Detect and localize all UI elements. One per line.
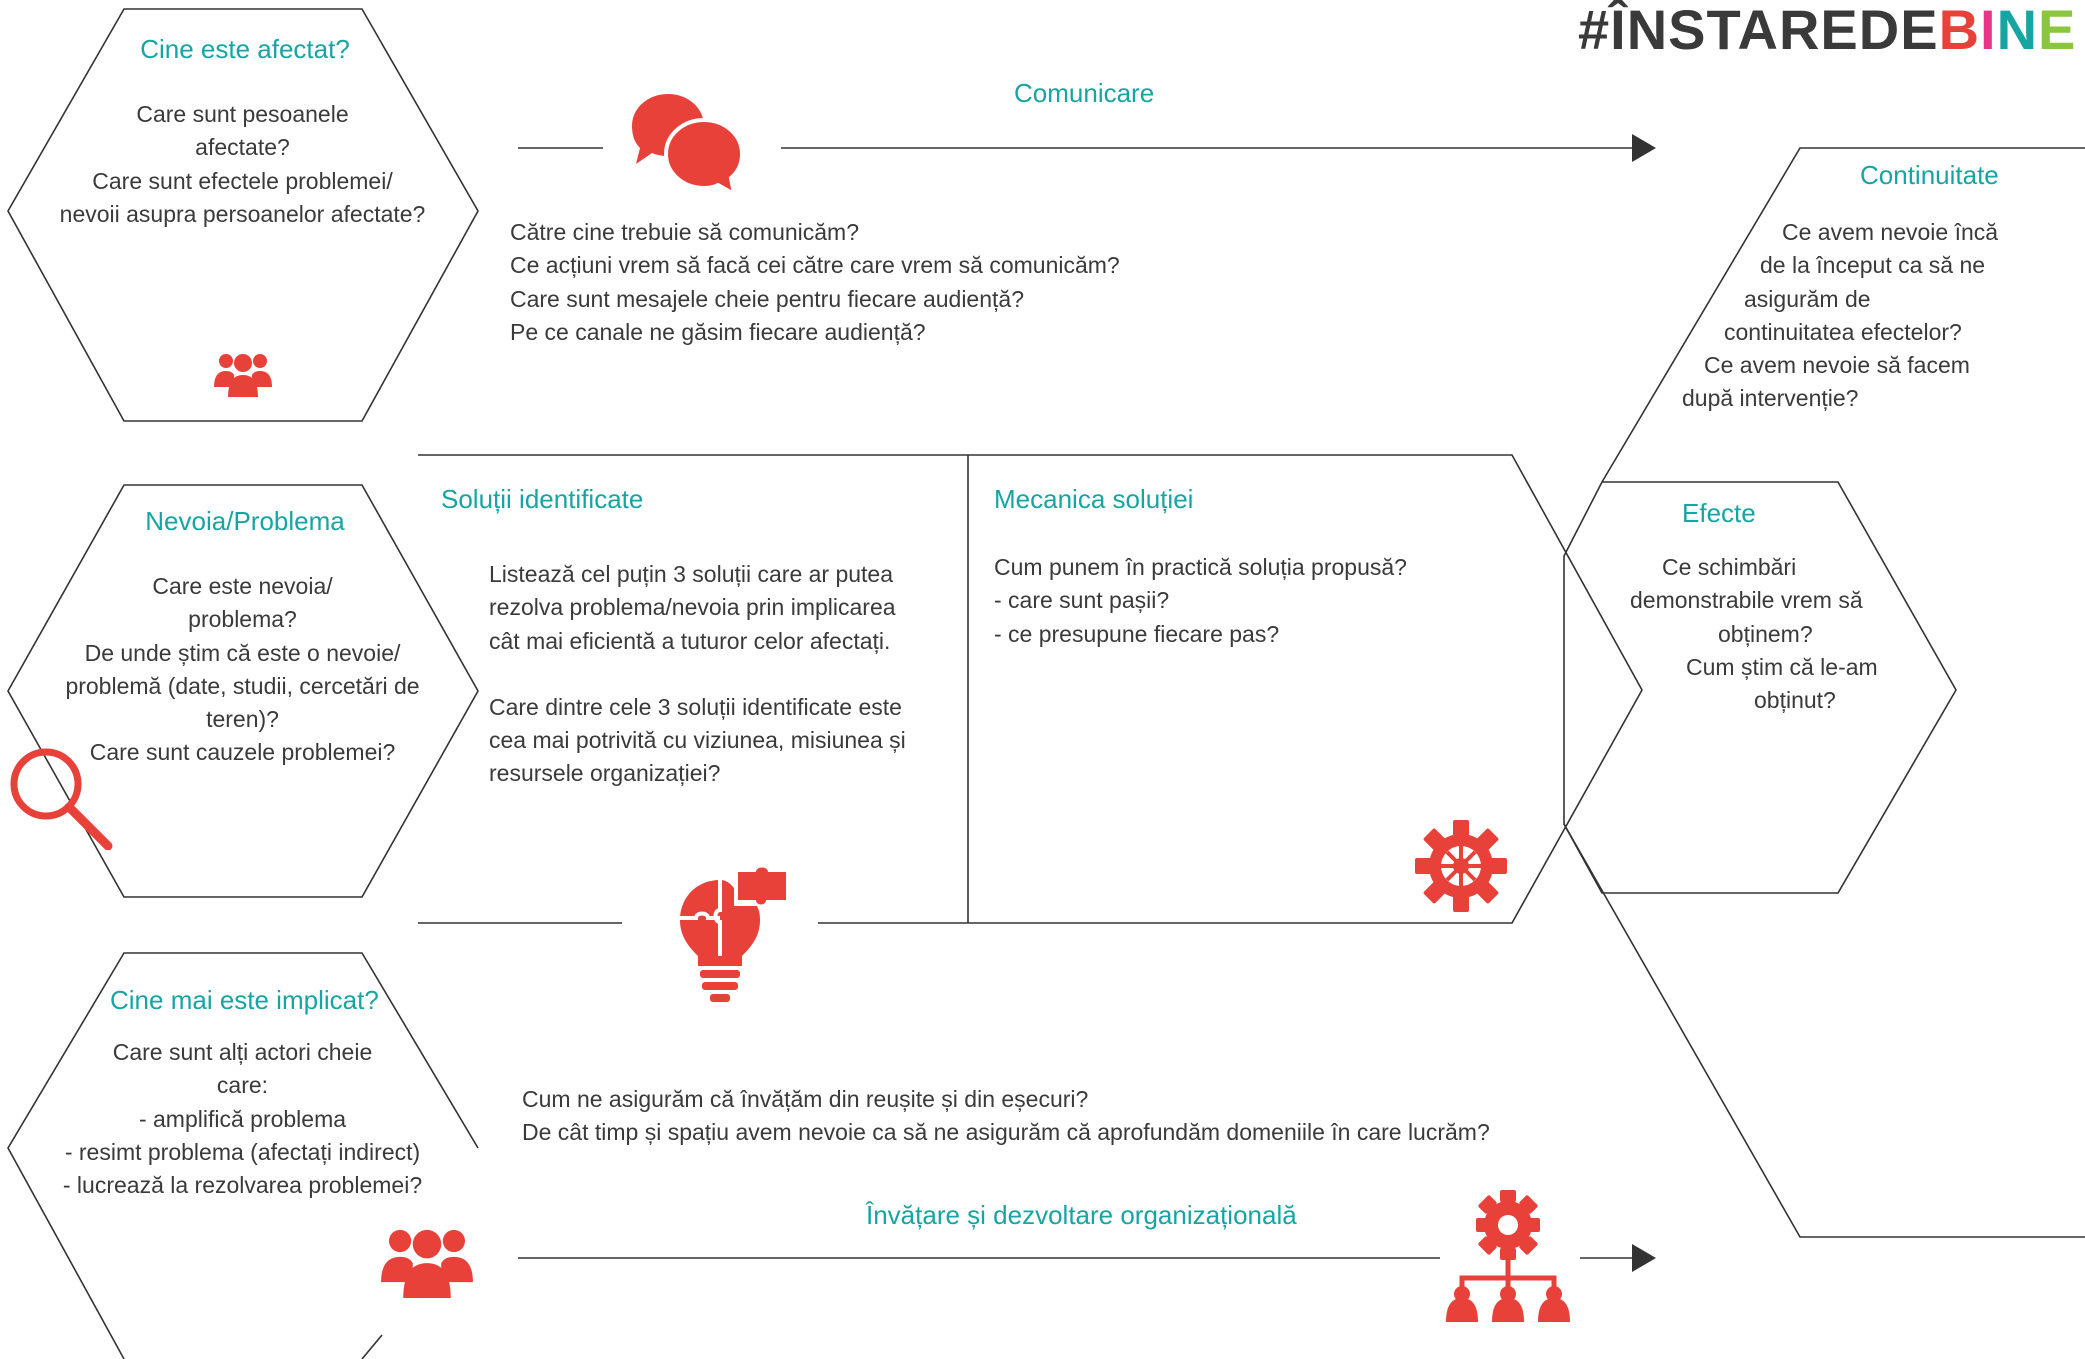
involved-text: Care sunt alți actori cheie care: - ampl…: [62, 1039, 423, 1199]
magnifier-icon: [10, 748, 113, 850]
learning-title: Învățare și dezvoltare organizațională: [866, 1200, 1297, 1230]
affected-title: Cine este afectat?: [140, 34, 350, 64]
org-chart-gear-icon: [1446, 1190, 1570, 1322]
effects-text: Ce schimbări demonstrabile vrem să obțin…: [1630, 554, 1878, 714]
solutions-title: Soluții identificate: [441, 484, 644, 514]
communication-title: Comunicare: [1014, 78, 1155, 108]
communication-text: Către cine trebuie să comunicăm? Ce acți…: [510, 219, 1120, 345]
speech-bubbles-icon: [632, 94, 745, 196]
need-text: Care este nevoia/ problema? De unde știm…: [65, 573, 420, 766]
affected-text: Care sunt pesoanele afectate? Care sunt …: [59, 101, 426, 227]
brand-logo: #ÎNSTAREDEBINE: [1578, 0, 2077, 61]
people-group-icon: [214, 354, 272, 397]
solutions-text: Listează cel puțin 3 soluții care ar put…: [489, 561, 906, 787]
mechanics-title: Mecanica soluției: [994, 484, 1194, 514]
puzzle-lightbulb-icon: [680, 867, 786, 1002]
involved-title: Cine mai este implicat?: [110, 985, 379, 1015]
effects-title: Efecte: [1682, 498, 1756, 528]
central-box: [418, 454, 1643, 924]
hexagon-effects: [1563, 481, 1957, 894]
lower-outline: [1563, 823, 2085, 1238]
hexagon-involved: [361, 1334, 383, 1359]
learning-text: Cum ne asigurăm că învățăm din reușite ș…: [522, 1086, 1490, 1146]
continuity-outline: [1601, 147, 2085, 483]
continuity-title: Continuitate: [1860, 160, 1999, 190]
hexagon-involved-left: [7, 952, 479, 1359]
arrowhead-bottom: [1632, 1244, 1656, 1272]
gear-icon: [1415, 820, 1507, 912]
mechanics-text: Cum punem în practică soluția propusă? -…: [994, 554, 1407, 647]
need-title: Nevoia/Problema: [145, 506, 345, 536]
hexagon-affected: [7, 8, 479, 422]
people-group-icon: [381, 1229, 473, 1298]
hexagon-need: [7, 484, 479, 898]
arrowhead-top: [1632, 134, 1656, 162]
continuity-text: Ce avem nevoie încă de la început ca să …: [1682, 219, 1999, 412]
